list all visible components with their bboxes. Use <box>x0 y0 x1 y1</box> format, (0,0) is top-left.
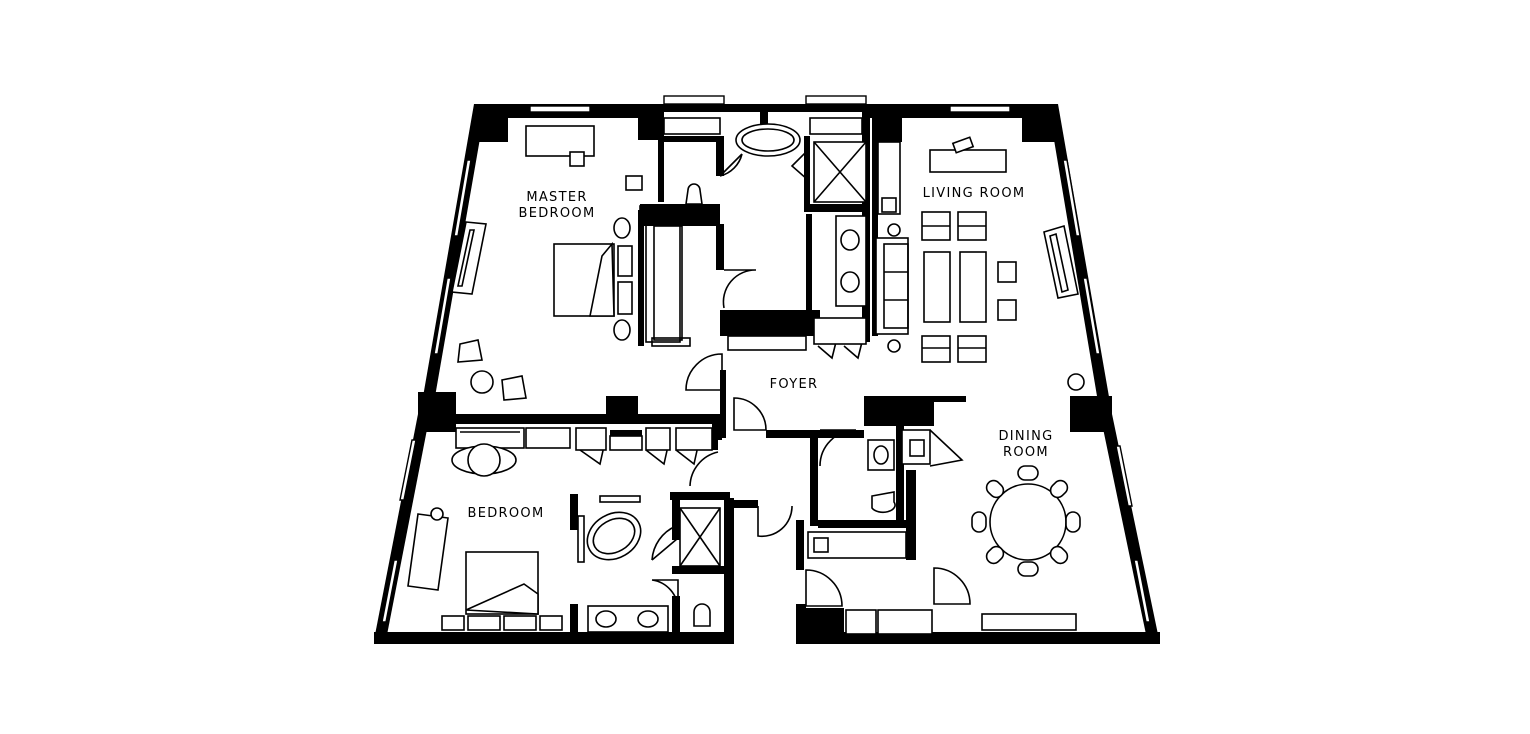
foyer-label: FOYER <box>770 377 819 392</box>
interior-walls <box>432 112 966 644</box>
bedroom-label: BEDROOM <box>468 506 545 521</box>
living-room-label: LIVING ROOM <box>923 186 1026 201</box>
bedroom-furniture <box>407 427 713 631</box>
room-labels: MASTER BEDROOM LIVING ROOM FOYER DINING … <box>468 186 1053 521</box>
master-bedroom-label-line2: BEDROOM <box>519 206 596 221</box>
bedroom-bath-fixtures <box>577 495 721 633</box>
dining-room-label-line2: ROOM <box>1003 445 1049 460</box>
dining-room-label-line1: DINING <box>998 429 1053 444</box>
master-bedroom-label-line1: MASTER <box>526 190 587 205</box>
foyer-fixtures <box>807 429 933 635</box>
windows <box>381 95 1151 623</box>
living-room-furniture <box>875 136 1085 391</box>
master-bedroom-furniture <box>451 125 691 401</box>
doors <box>579 148 971 611</box>
dining-room-furniture <box>971 465 1081 631</box>
master-bath-fixtures <box>663 117 867 351</box>
